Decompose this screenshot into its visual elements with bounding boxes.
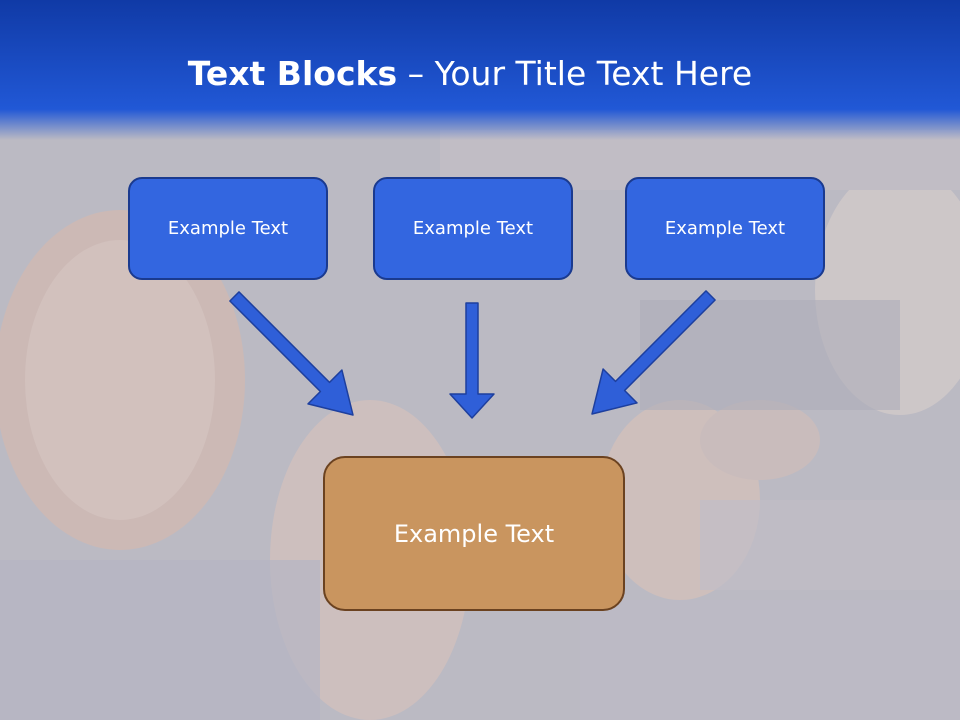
title-rest: Your Title Text Here (434, 54, 753, 93)
slide-title: Text Blocks – Your Title Text Here (0, 48, 940, 100)
target-text-block[interactable]: Example Text (323, 456, 625, 611)
text-block-right[interactable]: Example Text (625, 177, 825, 280)
text-block-center[interactable]: Example Text (373, 177, 573, 280)
arrow-down-icon (449, 302, 495, 419)
arrow-down-left-icon (591, 290, 716, 415)
title-dash: – (407, 54, 425, 93)
text-block-left[interactable]: Example Text (128, 177, 328, 280)
arrow-down-right-icon (229, 291, 354, 416)
title-bold: Text Blocks (187, 54, 398, 93)
